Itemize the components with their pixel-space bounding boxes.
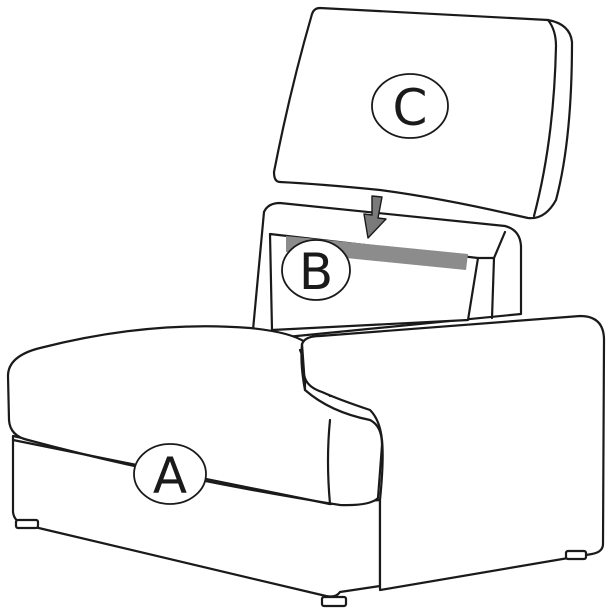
label-c-text: C bbox=[393, 79, 428, 137]
label-c: C bbox=[372, 74, 448, 138]
label-b-text: B bbox=[299, 243, 333, 301]
foot-left bbox=[16, 520, 38, 528]
foot-right bbox=[566, 551, 586, 559]
label-b: B bbox=[282, 240, 350, 301]
foot-front bbox=[322, 597, 346, 606]
label-a: A bbox=[134, 444, 206, 505]
label-a-text: A bbox=[153, 447, 187, 505]
